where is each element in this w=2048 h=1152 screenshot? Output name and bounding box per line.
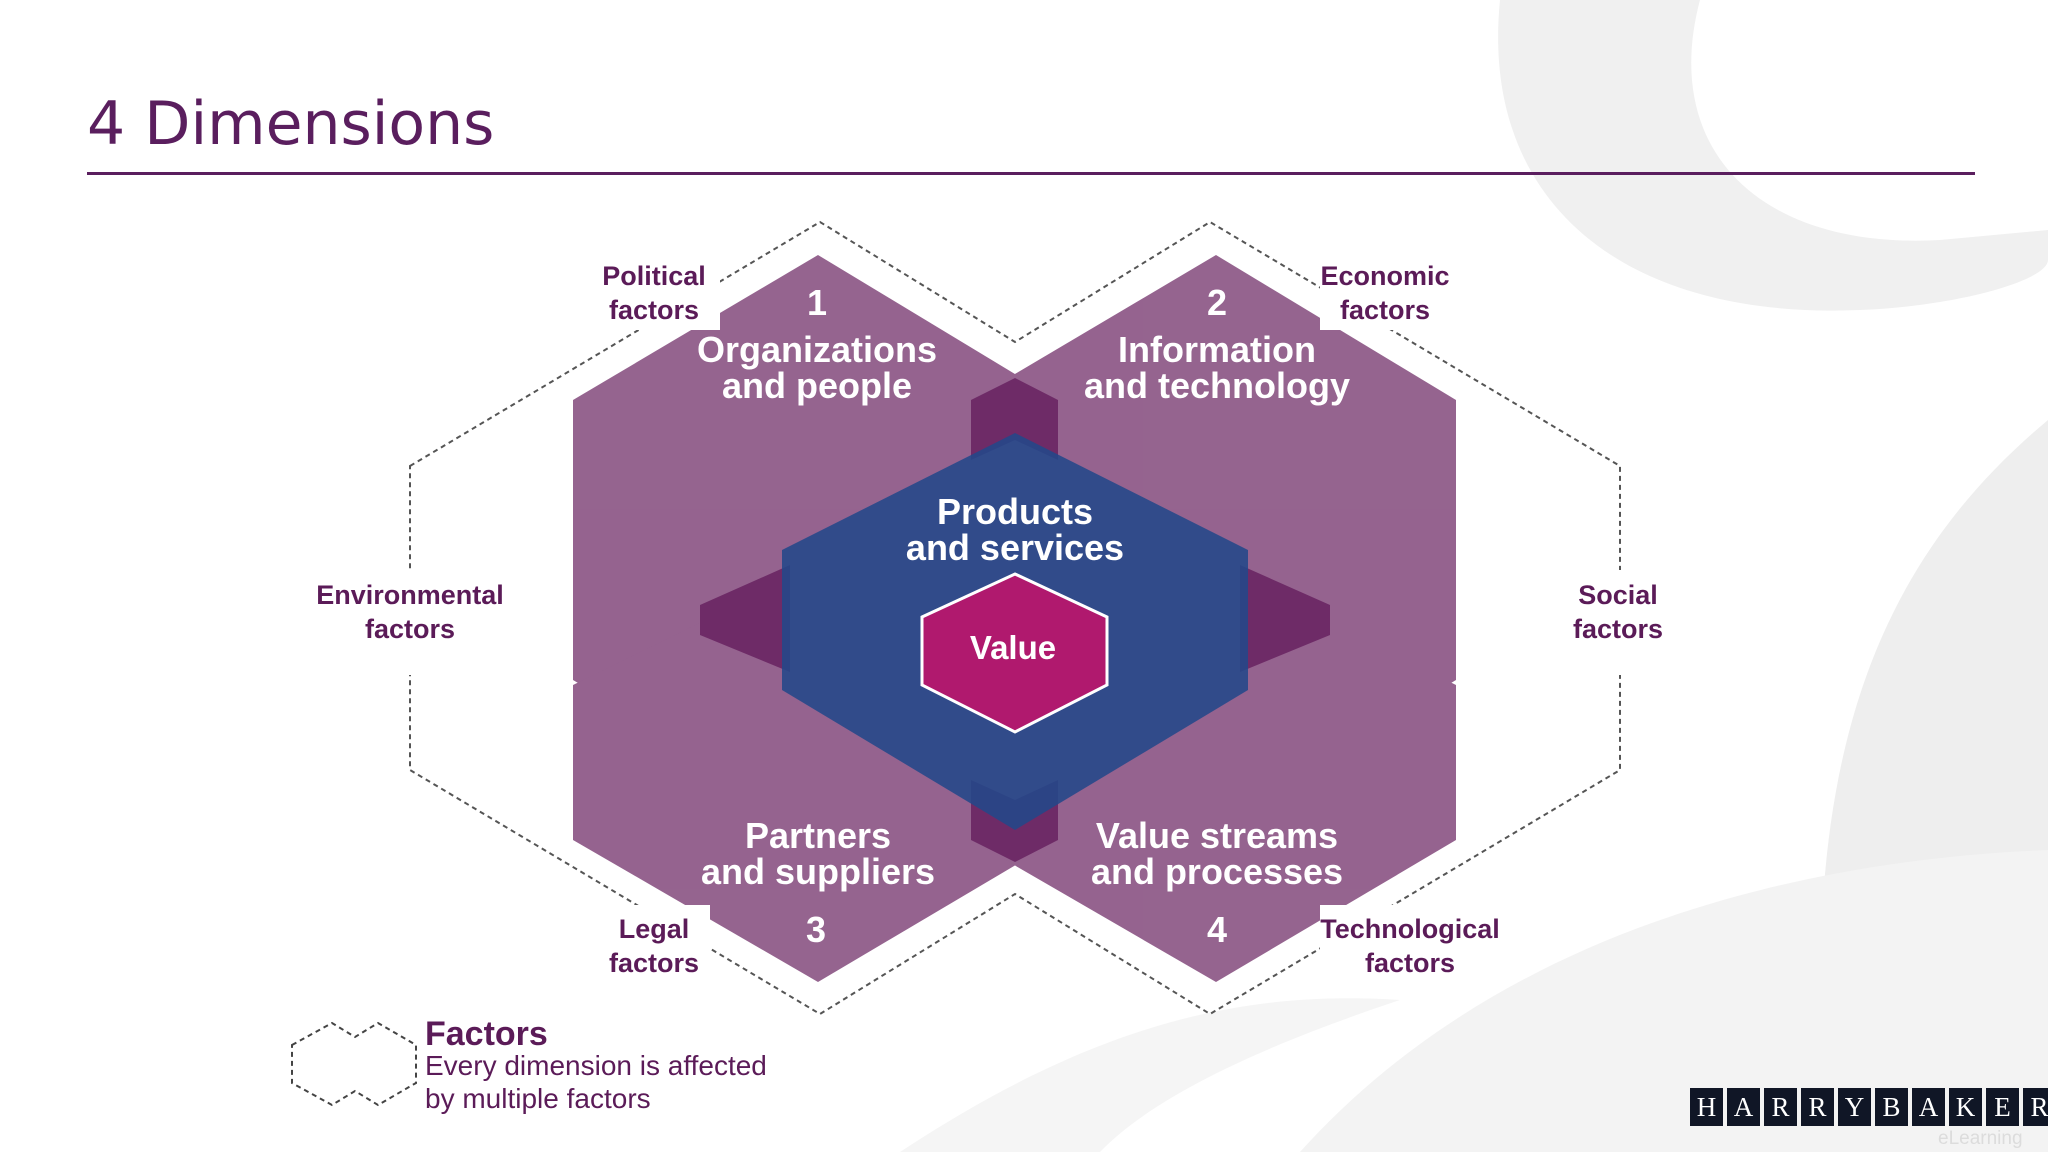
logo-letter: A xyxy=(1727,1088,1760,1126)
logo-letter: R xyxy=(1801,1088,1834,1126)
logo-letter: Y xyxy=(1838,1088,1871,1126)
overlap-left xyxy=(700,565,790,672)
economic-factors-line2: factors xyxy=(1340,295,1430,325)
products-label-line1: Products xyxy=(937,491,1093,532)
harrybaker-logo: H A R R Y B A K E R xyxy=(1690,1088,2048,1126)
title-divider xyxy=(87,172,1975,175)
social-factors-line2: factors xyxy=(1573,614,1663,644)
slide-title: 4 Dimensions xyxy=(87,89,495,159)
dimension-1-label-line2: and people xyxy=(722,365,912,406)
social-factors-line1: Social xyxy=(1578,580,1658,610)
technological-factors-line1: Technological xyxy=(1320,914,1500,944)
economic-factors-line1: Economic xyxy=(1320,261,1449,291)
dimension-3-label-line2: and suppliers xyxy=(701,851,935,892)
dimension-4-label-line2: and processes xyxy=(1091,851,1343,892)
logo-letter: R xyxy=(1764,1088,1797,1126)
environmental-factors-line2: factors xyxy=(365,614,455,644)
products-label-line2: and services xyxy=(906,527,1124,568)
logo-letter: R xyxy=(2023,1088,2048,1126)
environmental-factors-line1: Environmental xyxy=(316,580,504,610)
legal-factors-line1: Legal xyxy=(619,914,690,944)
political-factors-line2: factors xyxy=(609,295,699,325)
political-factors-line1: Political xyxy=(602,261,706,291)
logo-subtitle: eLearning xyxy=(1938,1128,2023,1149)
legend-text-line1: Every dimension is affected xyxy=(425,1050,767,1081)
logo-letter: E xyxy=(1986,1088,2019,1126)
value-hex xyxy=(920,572,1109,734)
dimension-3-label-line1: Partners xyxy=(745,815,891,856)
logo-letter: B xyxy=(1875,1088,1908,1126)
dimension-4-number: 4 xyxy=(1207,909,1227,950)
dimension-3-number: 3 xyxy=(806,909,826,950)
legend-title: Factors xyxy=(425,1015,548,1053)
factors-legend-icon xyxy=(291,1021,417,1107)
dimension-2-label-line2: and technology xyxy=(1084,365,1350,406)
dimension-1-number: 1 xyxy=(807,282,827,323)
legal-factors-line2: factors xyxy=(609,948,699,978)
overlap-top xyxy=(971,378,1058,460)
value-label: Value xyxy=(970,629,1056,666)
technological-factors-line2: factors xyxy=(1365,948,1455,978)
logo-letter: K xyxy=(1949,1088,1982,1126)
dimension-2-label-line1: Information xyxy=(1118,329,1316,370)
dimension-1-label-line1: Organizations xyxy=(697,329,937,370)
dimension-4-label-line1: Value streams xyxy=(1096,815,1338,856)
overlap-right xyxy=(1240,565,1330,672)
legend-text-line2: by multiple factors xyxy=(425,1083,651,1114)
logo-letter: H xyxy=(1690,1088,1723,1126)
dimension-2-number: 2 xyxy=(1207,282,1227,323)
logo-letter: A xyxy=(1912,1088,1945,1126)
